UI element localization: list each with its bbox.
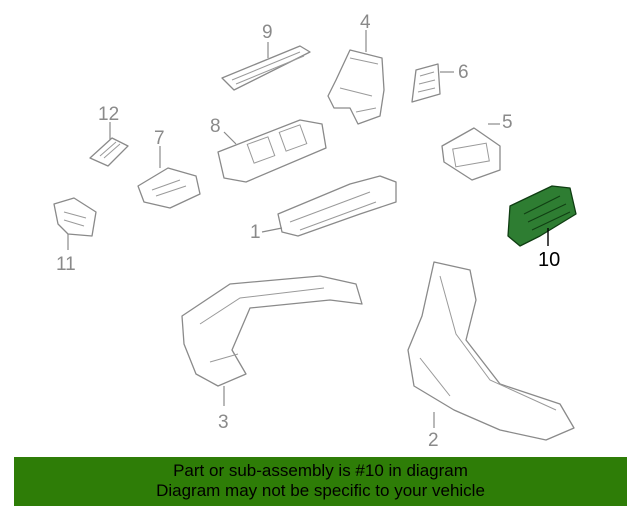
- callout-10: 10: [538, 249, 560, 271]
- callout-7: 7: [154, 128, 165, 149]
- part-6[interactable]: [411, 63, 441, 103]
- banner-line-2: Diagram may not be specific to your vehi…: [156, 481, 485, 500]
- leader-8: [223, 131, 237, 145]
- part-12[interactable]: [89, 137, 129, 167]
- callout-1: 1: [250, 222, 261, 243]
- notice-banner: Part or sub-assembly is #10 in diagram D…: [14, 457, 627, 506]
- part-8[interactable]: [217, 119, 327, 183]
- part-10[interactable]: [507, 185, 577, 247]
- part-3[interactable]: [181, 275, 363, 387]
- callout-5: 5: [502, 112, 513, 133]
- callout-3: 3: [218, 412, 229, 433]
- parts-diagram: 9 4 6 12 8 5 7 1: [53, 12, 577, 451]
- callout-9: 9: [262, 22, 273, 43]
- callout-8: 8: [210, 116, 221, 137]
- part-2[interactable]: [407, 261, 575, 441]
- part-7[interactable]: [137, 167, 201, 209]
- callout-12: 12: [98, 104, 119, 125]
- callout-2: 2: [428, 430, 439, 451]
- part-1[interactable]: [277, 175, 397, 237]
- leader-1: [261, 227, 283, 233]
- callout-6: 6: [458, 62, 469, 83]
- part-4[interactable]: [327, 49, 385, 125]
- part-5[interactable]: [441, 127, 501, 181]
- part-11[interactable]: [53, 197, 97, 237]
- callout-11: 11: [56, 254, 76, 275]
- banner-line-1: Part or sub-assembly is #10 in diagram: [173, 461, 468, 480]
- part-9[interactable]: [221, 45, 311, 91]
- callout-4: 4: [360, 12, 371, 33]
